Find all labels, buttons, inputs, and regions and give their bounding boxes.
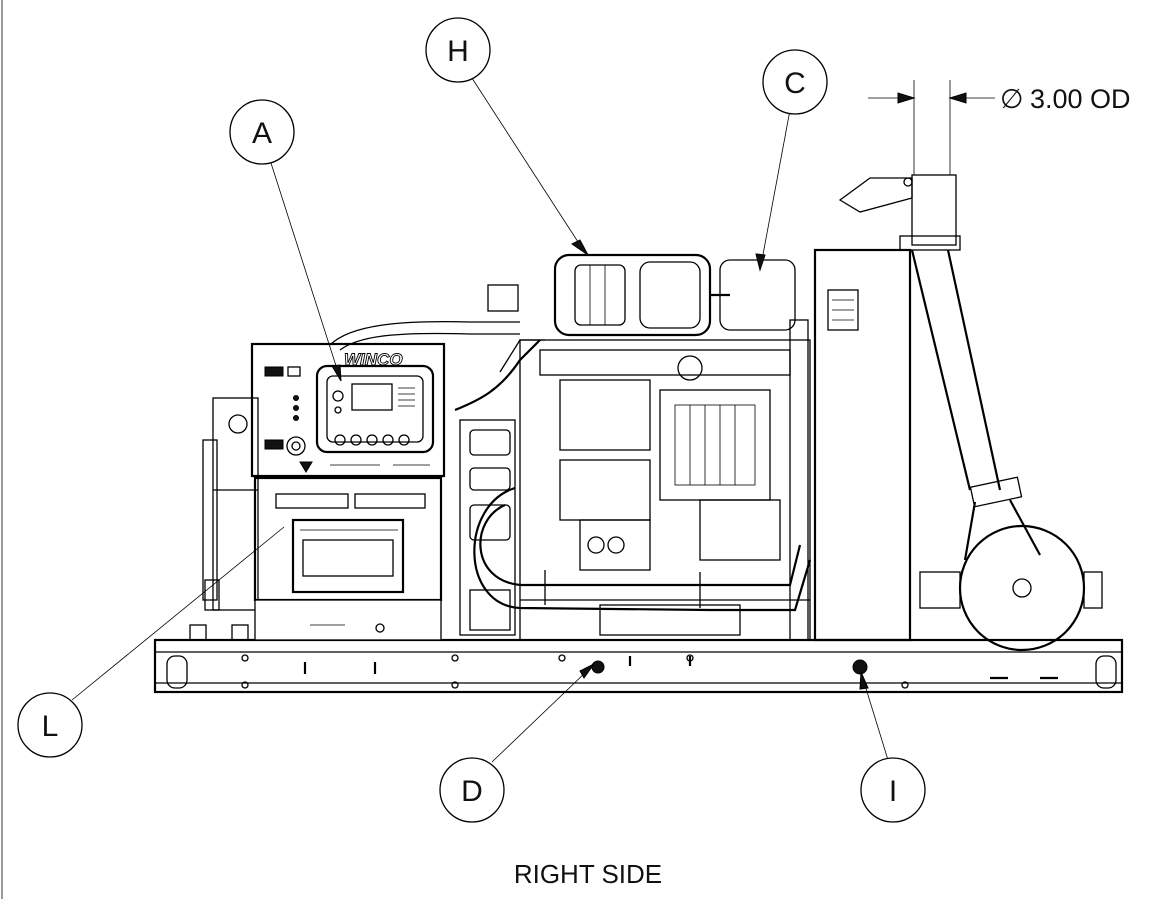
callout-a-arrowhead	[331, 364, 342, 382]
radiator-hose	[473, 486, 812, 612]
control-panel	[250, 342, 446, 478]
callout-c-bubble	[762, 49, 828, 115]
callout-d-leader	[491, 669, 589, 763]
base-frame	[153, 638, 1124, 694]
callout-h-leader	[469, 74, 581, 246]
callout-d-letter: D	[461, 775, 483, 808]
radiator	[813, 248, 912, 642]
callout-d-arrowhead	[579, 663, 595, 679]
callout-a-leader	[269, 159, 339, 373]
callout-a-bubble	[229, 99, 295, 165]
dimension-value: 3.00 OD	[1030, 84, 1131, 114]
exhaust-system	[838, 174, 1103, 652]
callout-h-letter: H	[447, 35, 469, 68]
callout-h-arrowhead	[571, 239, 589, 256]
breaker-box	[253, 476, 443, 641]
winco-logo: WINCO	[344, 350, 403, 369]
callout-c-letter: C	[784, 67, 806, 100]
callout-a-letter: A	[252, 117, 272, 150]
callout-l-leader	[71, 526, 285, 701]
callout-c-arrowhead	[755, 253, 766, 272]
callout-i-letter: I	[889, 775, 897, 808]
pipe-diameter-dimension	[868, 80, 995, 175]
engine	[329, 284, 811, 641]
callout-c-leader	[761, 109, 791, 261]
callout-l-letter: L	[42, 710, 59, 743]
callout-d-bubble	[439, 757, 505, 823]
dimension-symbol: ∅	[1000, 84, 1024, 114]
alternator	[189, 397, 259, 641]
view-title: RIGHT SIDE	[514, 859, 662, 889]
callout-i-leader	[863, 681, 889, 761]
callout-l-bubble	[17, 692, 83, 758]
callout-h-bubble	[425, 17, 491, 83]
callout-i-arrowhead	[859, 671, 869, 690]
callout-i-bubble	[860, 757, 926, 823]
air-cleaner	[553, 253, 796, 337]
